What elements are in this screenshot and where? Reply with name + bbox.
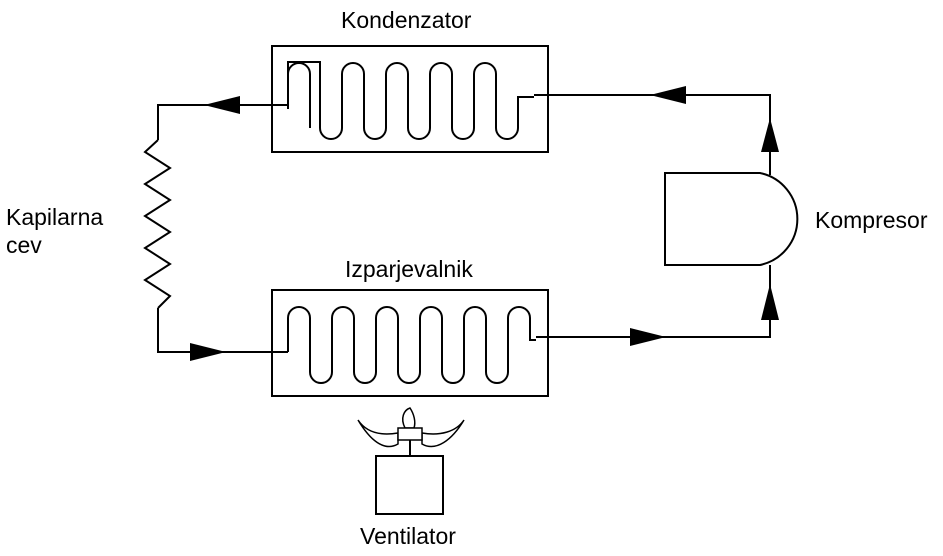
evaporator-label: Izparjevalnik (345, 256, 473, 282)
evaporator-coil (287, 306, 536, 384)
pipe-compressor-to-condenser (534, 94, 771, 175)
compressor-label: Kompresor (815, 207, 928, 233)
flow-arrow-evaporator-inlet (190, 343, 226, 361)
flow-arrow-right-condenser-top (650, 86, 686, 104)
evaporator-box (271, 289, 549, 397)
flow-arrow-up-suction (761, 284, 779, 320)
compressor-icon (664, 172, 799, 266)
condenser-box (271, 45, 549, 153)
capillary-tube (143, 139, 172, 309)
fan-motor (375, 455, 444, 515)
pipe-evaporator-to-compressor (536, 265, 771, 338)
fan-hub (397, 427, 423, 441)
fan-blade-left (357, 419, 399, 448)
pipe-capillary-to-evaporator (157, 308, 288, 353)
fan-icon (357, 407, 465, 515)
condenser-coil (287, 61, 534, 140)
flow-arrow-up-discharge (761, 118, 779, 152)
fan-blade-top (402, 407, 416, 429)
flow-arrow-evaporator-outlet (630, 328, 666, 346)
condenser (271, 45, 549, 153)
capillary-label: Kapilarna cev (6, 203, 103, 259)
fan-blade-right (421, 419, 465, 448)
evaporator (271, 289, 549, 397)
capillary-label-line1: Kapilarna (6, 204, 104, 230)
flow-arrow-condenser-outlet (204, 96, 240, 114)
capillary-label-line2: cev (6, 232, 42, 258)
fan-label: Ventilator (360, 523, 456, 549)
condenser-label: Kondenzator (341, 7, 472, 33)
